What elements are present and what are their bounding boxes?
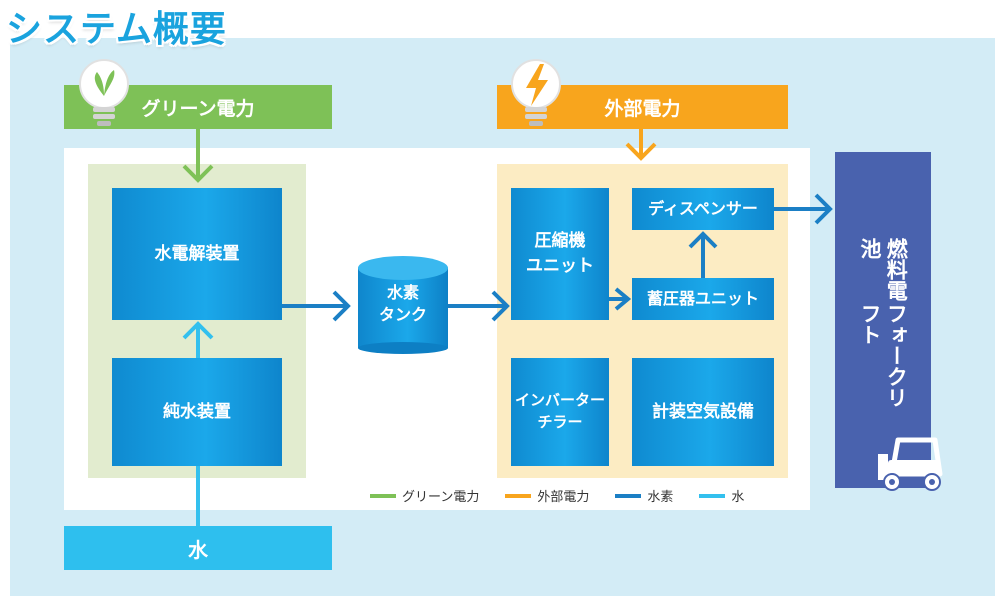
legend-label: 水	[731, 490, 745, 505]
legend-item-hydrogen: 水素	[615, 486, 673, 505]
legend-label: 外部電力	[537, 490, 590, 505]
inverter-label-line2: チラー	[537, 413, 583, 431]
accumulator-box: 蓄圧器ユニット	[632, 278, 774, 320]
pure-water-box: 純水装置	[112, 358, 282, 466]
hydrogen-tank	[358, 256, 448, 354]
compressor-box: 圧縮機 ユニット	[511, 188, 609, 320]
compressor-label-line2: ユニット	[526, 256, 594, 276]
tank-label-line2: タンク	[378, 304, 427, 324]
instrument-air-label: 計装空気設備	[652, 401, 754, 422]
accumulator-label: 蓄圧器ユニット	[646, 289, 759, 309]
legend-swatch	[615, 493, 642, 498]
page-title: システム概要	[6, 9, 227, 50]
electrolyzer-box: 水電解装置	[112, 188, 282, 320]
legend-label: グリーン電力	[402, 490, 480, 505]
dispenser-label: ディスペンサー	[648, 199, 758, 219]
compressor-label-line1: 圧縮機	[534, 231, 586, 252]
legend: グリーン電力 外部電力 水素 水	[370, 486, 770, 505]
hydrogen-tank-label: 水素 タンク	[358, 282, 448, 325]
legend-item-water: 水	[699, 486, 744, 505]
legend-label: 水素	[647, 490, 674, 505]
lightning-bulb-icon	[511, 59, 561, 126]
legend-item-green-power: グリーン電力	[370, 486, 479, 505]
inverter-chiller-box: インバーター チラー	[511, 358, 609, 466]
green-power-arrow	[182, 129, 214, 183]
legend-swatch	[370, 493, 396, 498]
pure-water-label: 純水装置	[163, 401, 231, 422]
leaf-bulb-icon	[79, 59, 129, 126]
legend-swatch	[699, 493, 726, 498]
water-banner: 水	[64, 526, 332, 570]
green-power-label: グリーン電力	[141, 97, 255, 120]
water-arrow	[182, 321, 214, 526]
dispenser-box: ディスペンサー	[632, 188, 774, 230]
electrolyzer-label: 水電解装置	[154, 243, 240, 264]
hydrogen-arrows	[282, 193, 833, 322]
forklift-label-line2: フォークリフト	[858, 303, 909, 409]
water-label: 水	[188, 537, 208, 562]
external-power-label: 外部電力	[604, 97, 681, 120]
external-power-arrow	[625, 129, 657, 161]
legend-swatch	[505, 493, 532, 498]
forklift-label-line1: 燃料電池	[858, 238, 909, 301]
inverter-label-line1: インバーター	[514, 391, 605, 410]
tank-label-line1: 水素	[386, 283, 419, 302]
legend-item-external-power: 外部電力	[505, 486, 589, 505]
instrument-air-box: 計装空気設備	[632, 358, 774, 466]
fuel-cell-forklift-panel	[835, 152, 931, 488]
forklift-icon	[878, 437, 943, 491]
fuel-cell-forklift-label: 燃料電池 フォークリフト	[835, 238, 931, 418]
